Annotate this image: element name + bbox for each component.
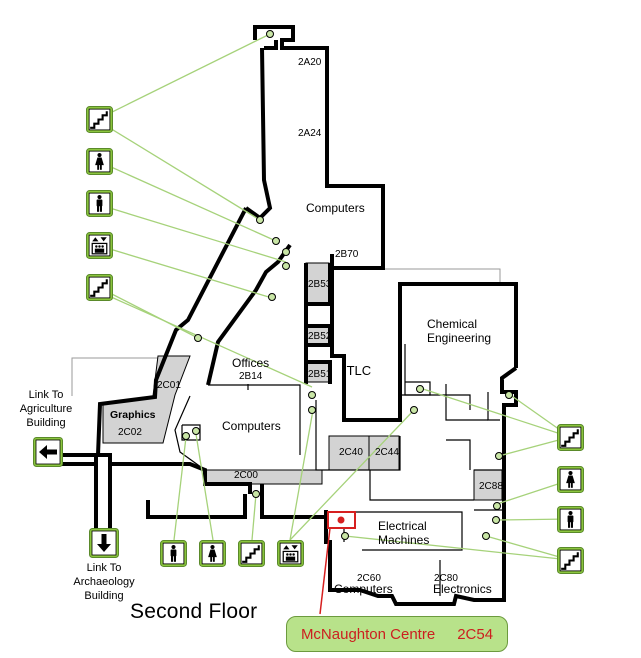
area-chemical-1: Chemical	[427, 317, 477, 331]
link-agriculture[interactable]: Link To Agriculture Building	[20, 389, 73, 467]
building-walls	[40, 25, 518, 606]
mcnaughton-centre-callout[interactable]: McNaughton Centre 2C54	[286, 616, 508, 652]
stairs-icon	[86, 274, 113, 301]
room-2b51: 2B51	[308, 369, 332, 380]
thin-outlines	[71, 268, 501, 396]
room-2a24: 2A24	[298, 128, 322, 139]
women-restroom-icon	[557, 466, 584, 493]
area-computers-south: Computers	[334, 582, 393, 596]
women-restroom-icon	[199, 540, 226, 567]
room-2c40: 2C40	[339, 447, 363, 458]
room-2c02: 2C02	[118, 427, 142, 438]
stairs-icon	[86, 106, 113, 133]
room-2c60: 2C60	[357, 573, 381, 584]
link-agriculture-line-3: Building	[26, 417, 65, 429]
area-offices: Offices	[232, 356, 269, 370]
callout-name: McNaughton Centre	[300, 625, 436, 643]
room-2b52: 2B52	[308, 331, 332, 342]
link-agriculture-line-1: Link To	[29, 389, 64, 401]
interior-walls	[174, 344, 502, 596]
area-labels: Computers Offices ITLC Graphics Computer…	[110, 201, 492, 596]
floor-title: Second Floor	[130, 600, 258, 623]
area-graphics: Graphics	[110, 409, 156, 421]
area-itlc: ITLC	[343, 363, 371, 378]
area-electronics: Electronics	[433, 582, 492, 596]
callout-room: 2C54	[457, 625, 494, 643]
link-archaeology[interactable]: Link To Archaeology Building	[73, 528, 135, 603]
men-restroom-icon	[557, 506, 584, 533]
mcnaughton-centre-marker[interactable]	[319, 511, 356, 615]
area-electrical-1: Electrical	[378, 519, 427, 533]
link-archaeology-line-3: Building	[84, 590, 123, 602]
elevator-icon	[86, 232, 113, 259]
room-2a20: 2A20	[298, 57, 322, 68]
room-2c88: 2C88	[479, 481, 503, 492]
link-agriculture-line-2: Agriculture	[20, 403, 73, 415]
room-2c44: 2C44	[375, 447, 399, 458]
right-icon-column	[557, 424, 584, 574]
bottom-icon-row	[160, 540, 304, 567]
stairs-icon	[557, 547, 584, 574]
area-computers-north: Computers	[306, 201, 365, 215]
icon-connectors	[99, 33, 571, 561]
room-2c01: 2C01	[157, 380, 181, 391]
men-restroom-icon	[86, 190, 113, 217]
women-restroom-icon	[86, 148, 113, 175]
link-archaeology-line-2: Archaeology	[73, 576, 135, 588]
room-2c00: 2C00	[234, 470, 258, 481]
arrow-down-icon[interactable]	[89, 528, 119, 558]
stairs-icon	[238, 540, 265, 567]
stairs-icon	[557, 424, 584, 451]
arrow-left-icon[interactable]	[33, 437, 63, 467]
link-archaeology-line-1: Link To	[87, 562, 122, 574]
room-2b53: 2B53	[308, 279, 332, 290]
room-2b70: 2B70	[335, 249, 359, 260]
room-labels: 2A20 2A24 2B70 2B53 2B52 2B51 2B14 2C01 …	[118, 57, 503, 584]
elevator-icon	[277, 540, 304, 567]
left-icon-column	[86, 106, 113, 301]
area-chemical-2: Engineering	[427, 331, 491, 345]
connector-dots	[182, 30, 513, 540]
men-restroom-icon	[160, 540, 187, 567]
area-computers-west: Computers	[222, 419, 281, 433]
room-2b14: 2B14	[239, 371, 263, 382]
room-2c80: 2C80	[434, 573, 458, 584]
area-electrical-2: Machines	[378, 533, 429, 547]
